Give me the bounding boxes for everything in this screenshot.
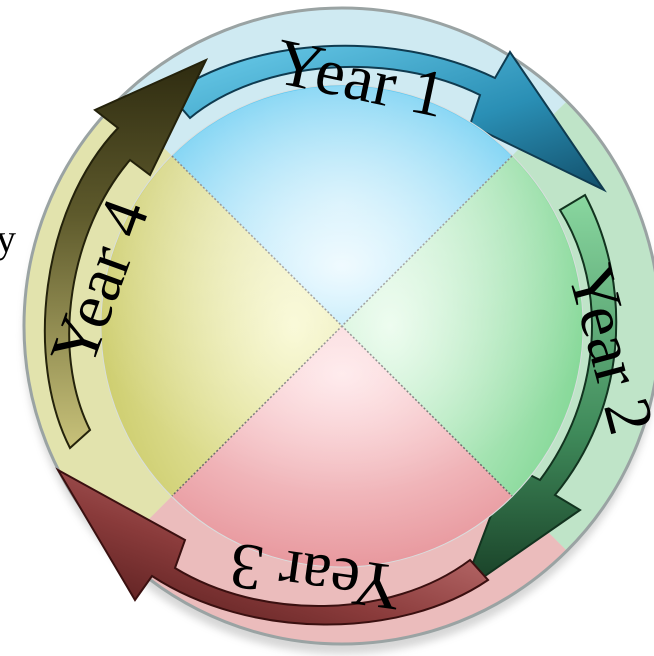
quadrants: [101, 85, 582, 566]
edge-text-fragment: y: [0, 216, 16, 261]
glass-shine: [102, 86, 582, 566]
